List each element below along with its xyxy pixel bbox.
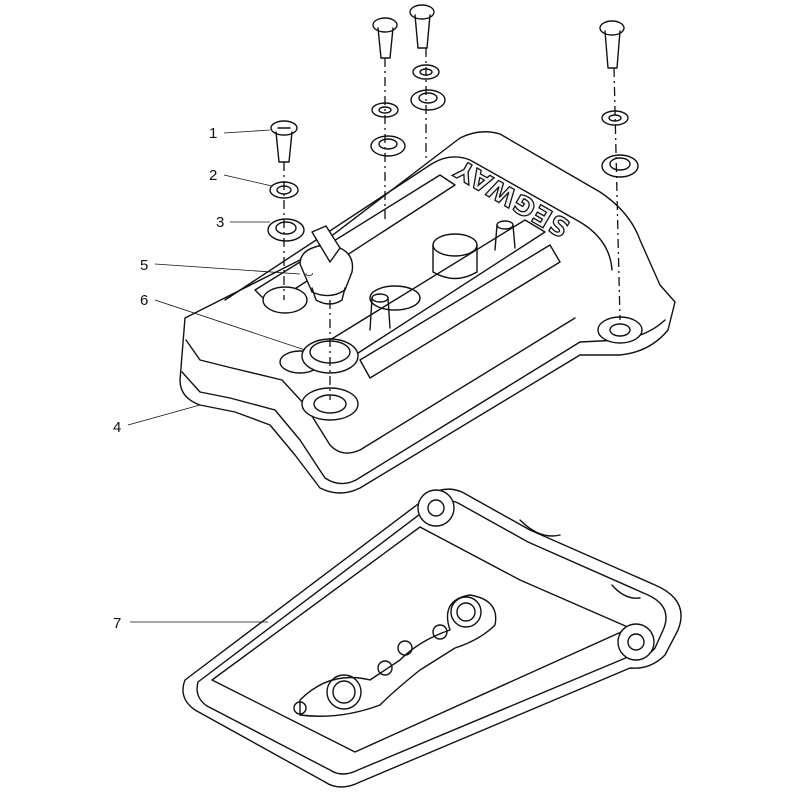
svg-text:6: 6	[140, 292, 148, 309]
svg-text:1: 1	[209, 125, 217, 142]
grommet-middle-right	[410, 89, 446, 111]
svg-text:4: 4	[113, 419, 121, 436]
grommet-middle-left	[370, 135, 406, 157]
assembly-axis-lines	[283, 48, 621, 400]
valve-cover: SEGWAY	[179, 131, 676, 494]
callout-2: 2	[209, 167, 273, 187]
bolt-middle-left	[372, 17, 398, 59]
grommet-left	[267, 218, 305, 242]
svg-text:5: 5	[140, 257, 148, 274]
bolt-left	[270, 120, 298, 163]
callout-5: 5	[140, 257, 301, 275]
callout-6: 6	[140, 292, 306, 351]
bolt-right	[599, 20, 625, 69]
svg-text:3: 3	[216, 214, 224, 231]
callout-7: 7	[113, 615, 268, 632]
svg-text:2: 2	[209, 167, 217, 184]
valve-cover-gasket	[182, 488, 682, 788]
callout-1: 1	[209, 125, 271, 142]
svg-text:7: 7	[113, 615, 121, 632]
callout-3: 3	[216, 214, 270, 231]
washer-right	[601, 110, 629, 126]
callout-4: 4	[113, 404, 201, 436]
bolt-middle-right	[409, 4, 435, 49]
grommet-right	[601, 154, 639, 178]
oil-filler-cap: ب	[299, 225, 354, 305]
svg-text:ب: ب	[305, 269, 313, 279]
